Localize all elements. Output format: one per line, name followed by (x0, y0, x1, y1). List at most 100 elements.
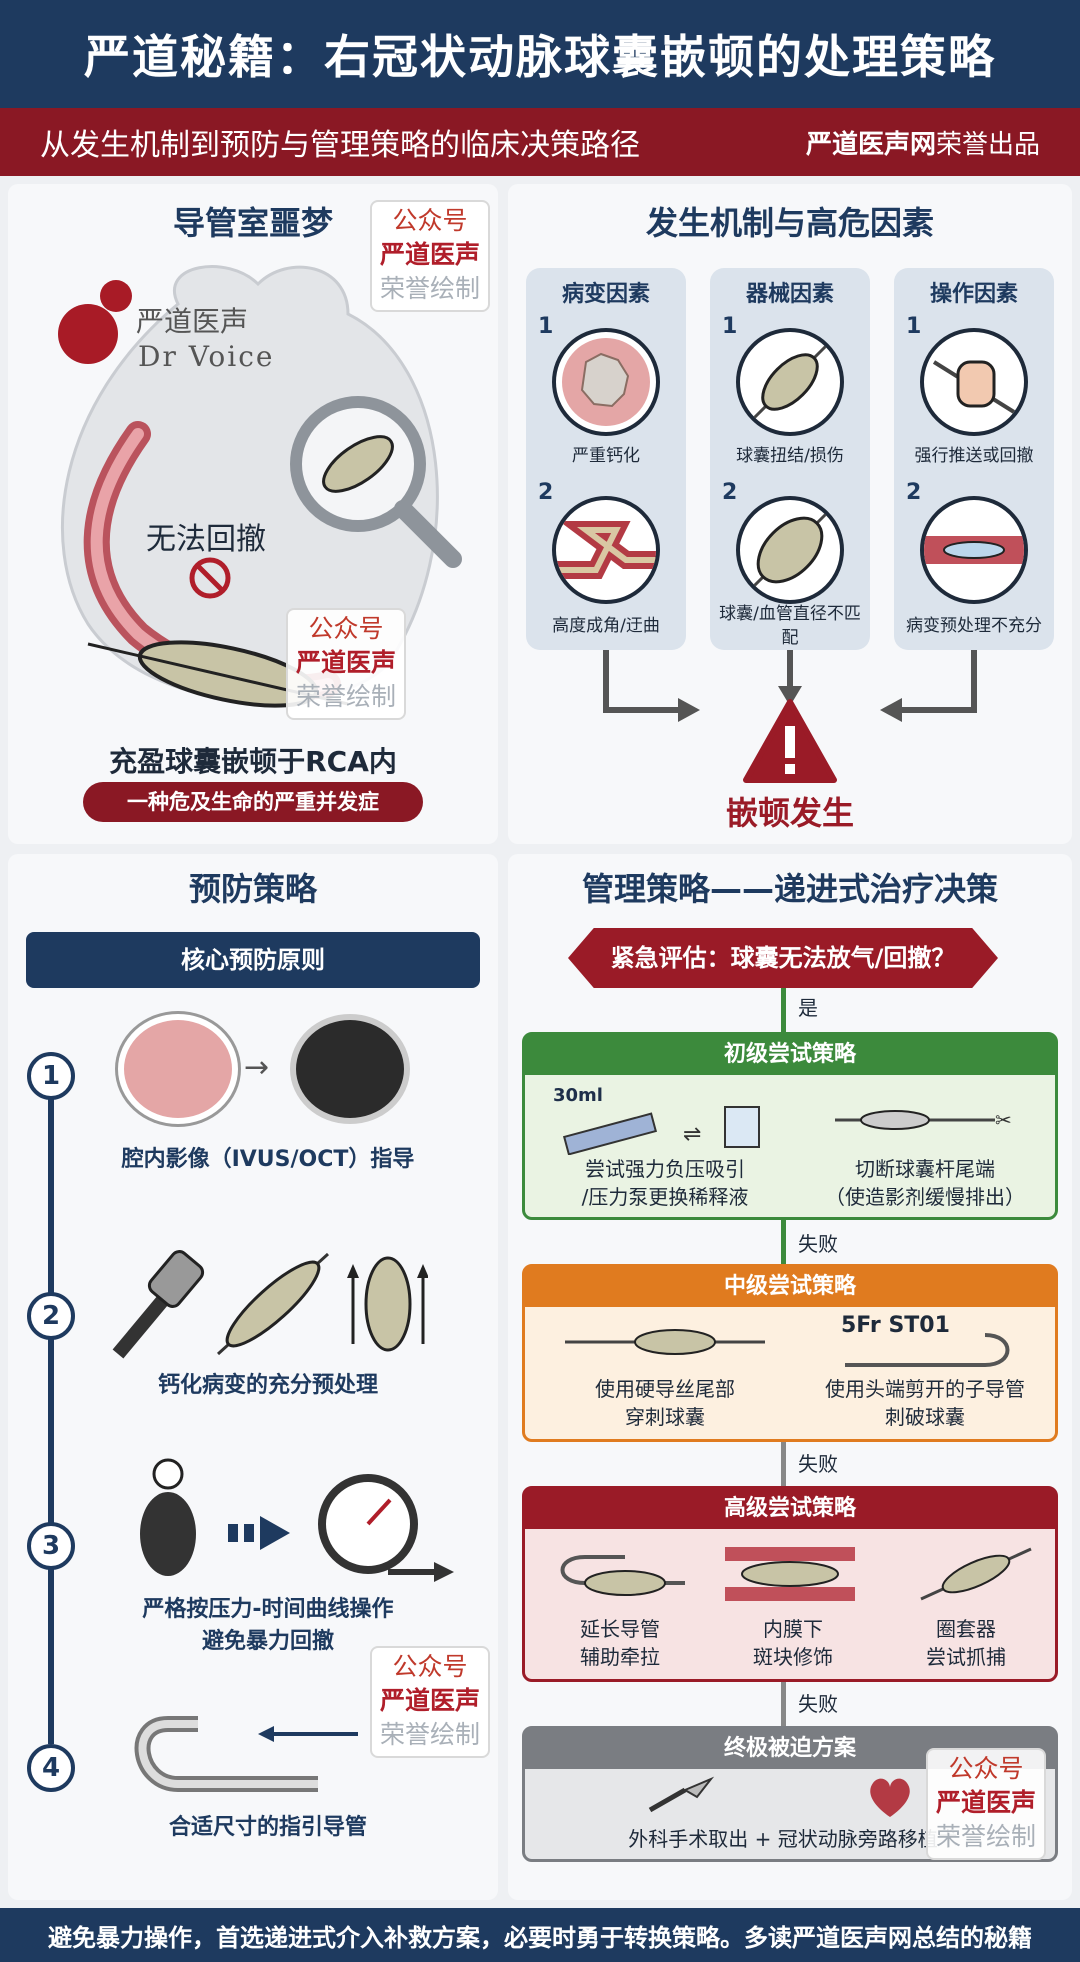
logo-cn: 严道医声 (136, 305, 249, 338)
logo-en: Dr Voice (138, 340, 275, 373)
factor-head: 操作因素 (929, 282, 1018, 307)
stage-item: 外科手术取出 + 冠状动脉旁路移植术 (628, 1827, 958, 1851)
prohibited-icon (189, 557, 231, 599)
heart-icon (870, 1778, 910, 1817)
magnifier-icon (290, 396, 462, 568)
stage-item: 切断球囊杆尾端 （使造影剂缓慢排出） (825, 1157, 1025, 1209)
stamp-line1: 公众号 (392, 206, 468, 235)
stamp-line2: 严道医声 (935, 1788, 1036, 1817)
stage-item: 尝试强力负压吸引 /压力泵更换稀释液 (581, 1157, 749, 1209)
factor-label: 球囊/血管直径不匹配 (719, 604, 861, 648)
stage-head: 初级尝试策略 (525, 1035, 1055, 1075)
prevention-title: 预防策略 (188, 870, 317, 908)
factor-num: 2 (906, 480, 922, 505)
stage-intermediate: 中级尝试策略 5Fr ST01 使用硬导丝尾部 穿刺球囊 使用头端剪开的子导管 … (522, 1264, 1058, 1442)
tortuous-vessel-icon (552, 496, 660, 604)
factor-column-lesion: 病变因素 1 严重钙化 2 高度成角/迂曲 (526, 268, 686, 650)
factor-label: 高度成角/迂曲 (552, 616, 660, 636)
yes-label: 是 (798, 996, 818, 1020)
fail-label: 失败 (798, 1452, 838, 1476)
watermark-stamp: 公众号 严道医声 荣誉绘制 (926, 1748, 1046, 1860)
factor-head: 病变因素 (561, 282, 650, 307)
flow-line (781, 1220, 786, 1264)
stiff-wire-icon (565, 1329, 765, 1355)
prevention-panel: 预防策略 核心预防原则 1 → 腔内影像（IVUS/OCT）指导 2 钙化病变的… (8, 854, 498, 1900)
flow-line (781, 1442, 786, 1486)
rotablator-icon (112, 1250, 428, 1359)
stenosis-icon (920, 496, 1028, 604)
subtitle-bar: 从发生机制到预防与管理策略的临床决策路径 严道医声网荣誉出品 (0, 108, 1080, 176)
logo: 严道医声 Dr Voice (58, 274, 278, 384)
stamp-line1: 公众号 (308, 614, 384, 643)
extension-catheter-icon (560, 1555, 685, 1596)
core-principles-box: 核心预防原则 (26, 932, 480, 988)
ivus-image-icon (290, 1014, 410, 1124)
forcing-hand-icon (920, 328, 1028, 436)
management-title: 管理策略——递进式治疗决策 (581, 870, 998, 908)
sub-catheter-icon (845, 1333, 1010, 1367)
no-retract-label: 无法回撤 (146, 522, 266, 557)
factor-label: 严重钙化 (572, 446, 640, 466)
syringe-volume: 30ml (553, 1085, 603, 1106)
heart-illustration (61, 265, 439, 708)
result-label: 嵌顿发生 (725, 794, 854, 832)
stamp-line2: 严道医声 (379, 240, 480, 269)
step-label: 腔内影像（IVUS/OCT）指导 (121, 1147, 415, 1172)
management-panel: 管理策略——递进式治疗决策 紧急评估：球囊无法放气/回撤？ 是 初级尝试策略 3… (508, 854, 1072, 1900)
stamp-line3: 荣誉绘制 (379, 1720, 480, 1749)
plaque-icon (118, 1014, 238, 1124)
factor-num: 2 (722, 480, 738, 505)
fail-label: 失败 (798, 1692, 838, 1716)
svg-text:✂: ✂ (995, 1108, 1012, 1132)
credit: 严道医声网荣誉出品 (806, 124, 1040, 161)
stage-item: 使用硬导丝尾部 穿刺球囊 (595, 1377, 735, 1429)
stage-item: 延长导管 辅助牵拉 (580, 1617, 660, 1669)
factor-column-operation: 操作因素 1 强行推送或回撤 2 病变预处理不充分 (894, 268, 1054, 650)
step-number: 1 (27, 1052, 75, 1100)
factor-num: 2 (538, 480, 554, 505)
step-number: 3 (27, 1522, 75, 1570)
convergence-arrows (603, 650, 977, 722)
nightmare-caption: 充盈球囊嵌顿于RCA内 (109, 745, 397, 778)
stage-head: 中级尝试策略 (525, 1267, 1055, 1307)
page-title: 严道秘籍：右冠状动脉球囊嵌顿的处理策略 (0, 0, 1080, 108)
mechanism-title: 发生机制与高危因素 (645, 204, 934, 242)
step-number: 2 (27, 1292, 75, 1340)
stage-head: 高级尝试策略 (525, 1489, 1055, 1529)
stage-item: 圈套器 尝试抓捕 (926, 1617, 1006, 1669)
fail-label: 失败 (798, 1232, 838, 1256)
watermark-stamp: 公众号 严道医声 荣誉绘制 (370, 200, 490, 312)
factor-head: 器械因素 (745, 282, 834, 307)
cut-shaft-icon: ✂ (835, 1108, 1012, 1132)
calcification-icon (552, 328, 660, 436)
catheter-label: 5Fr ST01 (841, 1313, 950, 1338)
stamp-line2: 严道医声 (379, 1686, 480, 1715)
stamp-line3: 荣誉绘制 (379, 274, 480, 303)
flow-line (781, 1682, 786, 1726)
watermark-stamp: 公众号 严道医声 荣誉绘制 (370, 1646, 490, 1758)
logo-mark-icon (58, 304, 118, 364)
stage-item: 内膜下 斑块修饰 (753, 1617, 833, 1669)
stamp-line1: 公众号 (392, 1652, 468, 1681)
step-label: 合适尺寸的指引导管 (168, 1815, 367, 1840)
stage-item: 使用头端剪开的子导管 刺破球囊 (825, 1377, 1025, 1429)
flow-line (781, 988, 786, 1032)
inflation-device-icon (140, 1458, 454, 1582)
svg-text:⇌: ⇌ (683, 1122, 701, 1147)
footer: 避免暴力操作，首选递进式介入补救方案，必要时勇于转换策略。多读严道医声网总结的秘… (0, 1908, 1080, 1962)
watermark-stamp: 公众号 严道医声 荣誉绘制 (286, 608, 406, 720)
decision-box: 紧急评估：球囊无法放气/回撤？ (568, 928, 998, 988)
warning-icon (743, 699, 837, 783)
syringe-icon: ⇌ (562, 1106, 760, 1155)
step-timeline (48, 1054, 54, 1744)
severity-badge: 一种危及生命的严重并发症 (83, 782, 423, 822)
stamp-line3: 荣誉绘制 (295, 682, 396, 711)
snare-icon (920, 1547, 1032, 1601)
factor-num: 1 (538, 314, 554, 339)
factor-label: 病变预处理不充分 (906, 616, 1042, 636)
credit-brand: 严道医声网 (805, 129, 936, 160)
guide-catheter-icon (134, 1716, 358, 1792)
stamp-line1: 公众号 (948, 1754, 1024, 1783)
arrow-right-icon: → (244, 1050, 270, 1085)
nightmare-title: 导管室噩梦 (172, 204, 333, 242)
